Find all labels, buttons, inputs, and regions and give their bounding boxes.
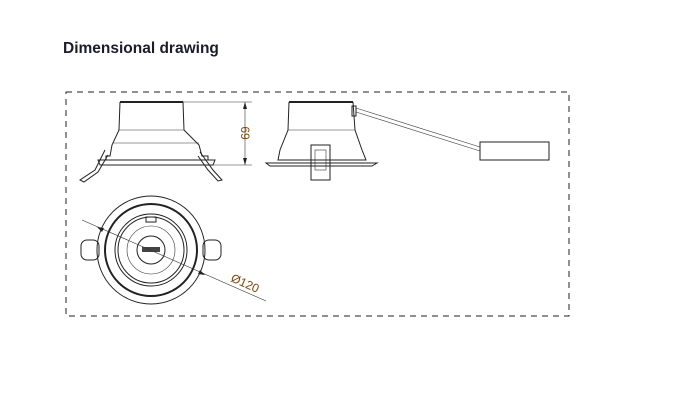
bottom-view: Ø120 bbox=[80, 195, 267, 305]
section-heading: Dimensional drawing bbox=[63, 40, 219, 57]
height-dimension-label: 69 bbox=[238, 126, 252, 140]
drawing-border bbox=[65, 91, 570, 317]
front-view: 69 bbox=[79, 101, 252, 183]
driver-box bbox=[479, 141, 550, 161]
side-view bbox=[264, 101, 550, 181]
